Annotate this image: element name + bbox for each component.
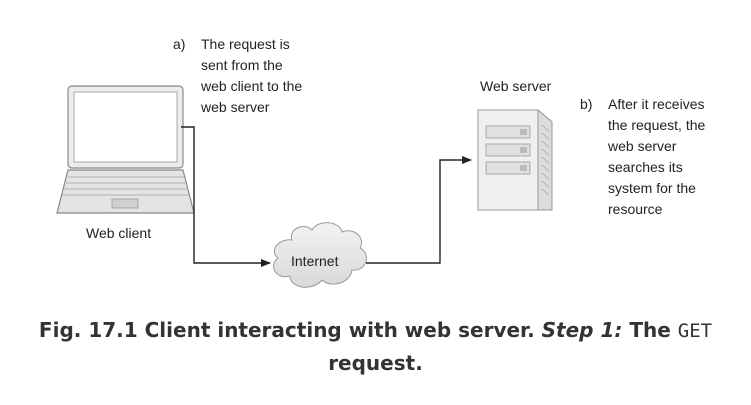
note-a: a) The request is sent from the web clie… bbox=[173, 34, 343, 124]
caption-line-1: Fig. 17.1 Client interacting with web se… bbox=[0, 314, 751, 347]
note-b: b) After it receives the request, the we… bbox=[580, 94, 745, 224]
note-a-tag: a) bbox=[173, 36, 186, 52]
laptop-icon bbox=[56, 85, 195, 214]
internet-label: Internet bbox=[291, 253, 339, 269]
caption-step: Step 1: bbox=[541, 318, 623, 342]
caption-code: GET bbox=[677, 320, 713, 342]
internet-cloud-icon bbox=[273, 222, 367, 288]
note-b-tag: b) bbox=[580, 96, 593, 112]
caption-the: The bbox=[622, 318, 678, 342]
server-icon bbox=[477, 108, 553, 211]
client-server-diagram bbox=[56, 85, 553, 288]
figure-caption: Fig. 17.1 Client interacting with web se… bbox=[0, 314, 751, 379]
caption-prefix: Fig. 17.1 Client interacting with web se… bbox=[38, 318, 542, 342]
web-client-label: Web client bbox=[86, 225, 152, 241]
caption-line-2: request. bbox=[328, 351, 423, 375]
web-server-label: Web server bbox=[480, 78, 552, 94]
note-b-text: After it receives the request, the web s… bbox=[608, 96, 706, 217]
request-path-connector bbox=[181, 126, 472, 267]
note-a-text: The request is sent from the web client … bbox=[201, 36, 303, 115]
